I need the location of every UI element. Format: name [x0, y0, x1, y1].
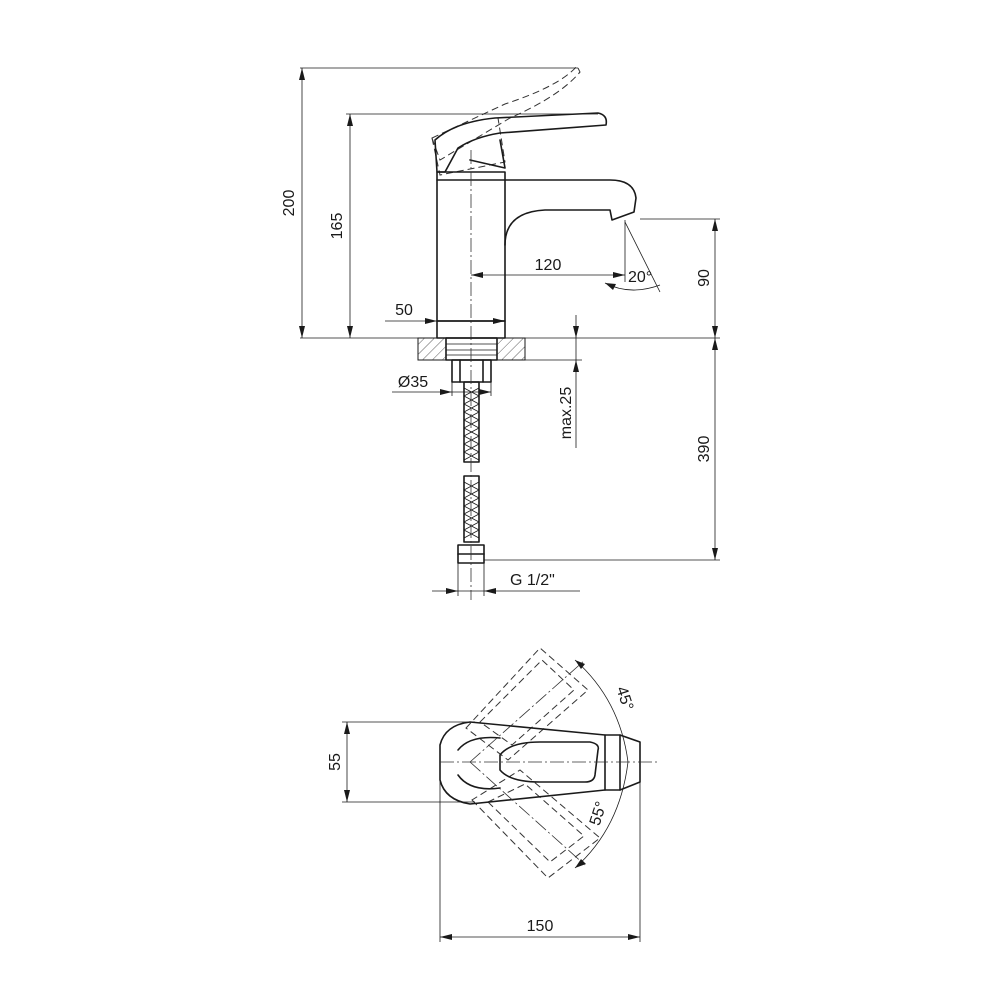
- lever-ghost-back: [465, 647, 589, 761]
- dim-spray-angle: 20°: [628, 269, 652, 286]
- countertop-left: [417, 337, 447, 361]
- side-view: 200 165 120 20° 90 50 Ø35: [281, 65, 720, 600]
- top-body: [439, 721, 641, 805]
- dim-connection: G 1/2": [510, 572, 555, 589]
- top-view: 45° 55° 55 150: [327, 647, 660, 942]
- dim-spout-reach: 120: [535, 257, 562, 274]
- faucet-body: [436, 179, 637, 322]
- dim-hose-length: 390: [696, 436, 713, 463]
- angle-front: 55°: [587, 799, 611, 827]
- countertop-right: [496, 337, 526, 361]
- flex-hose: [463, 381, 480, 543]
- top-lever-inner: [499, 741, 600, 783]
- dim-outlet-height: 90: [696, 269, 713, 287]
- dim-body-width: 50: [395, 302, 413, 319]
- dim-top-length: 150: [527, 918, 554, 935]
- dim-hole-diameter: Ø35: [398, 374, 428, 391]
- lever-ghost-front: [471, 769, 601, 879]
- lever: [434, 112, 608, 173]
- dim-top-width: 55: [327, 753, 344, 771]
- dim-spout-height: 165: [329, 213, 346, 240]
- dim-max-countertop: max.25: [558, 387, 575, 440]
- lever-raised-ghost: [431, 65, 581, 161]
- fixing-nut: [451, 359, 492, 383]
- angle-back: 45°: [612, 684, 636, 712]
- dim-total-height: 200: [281, 190, 298, 217]
